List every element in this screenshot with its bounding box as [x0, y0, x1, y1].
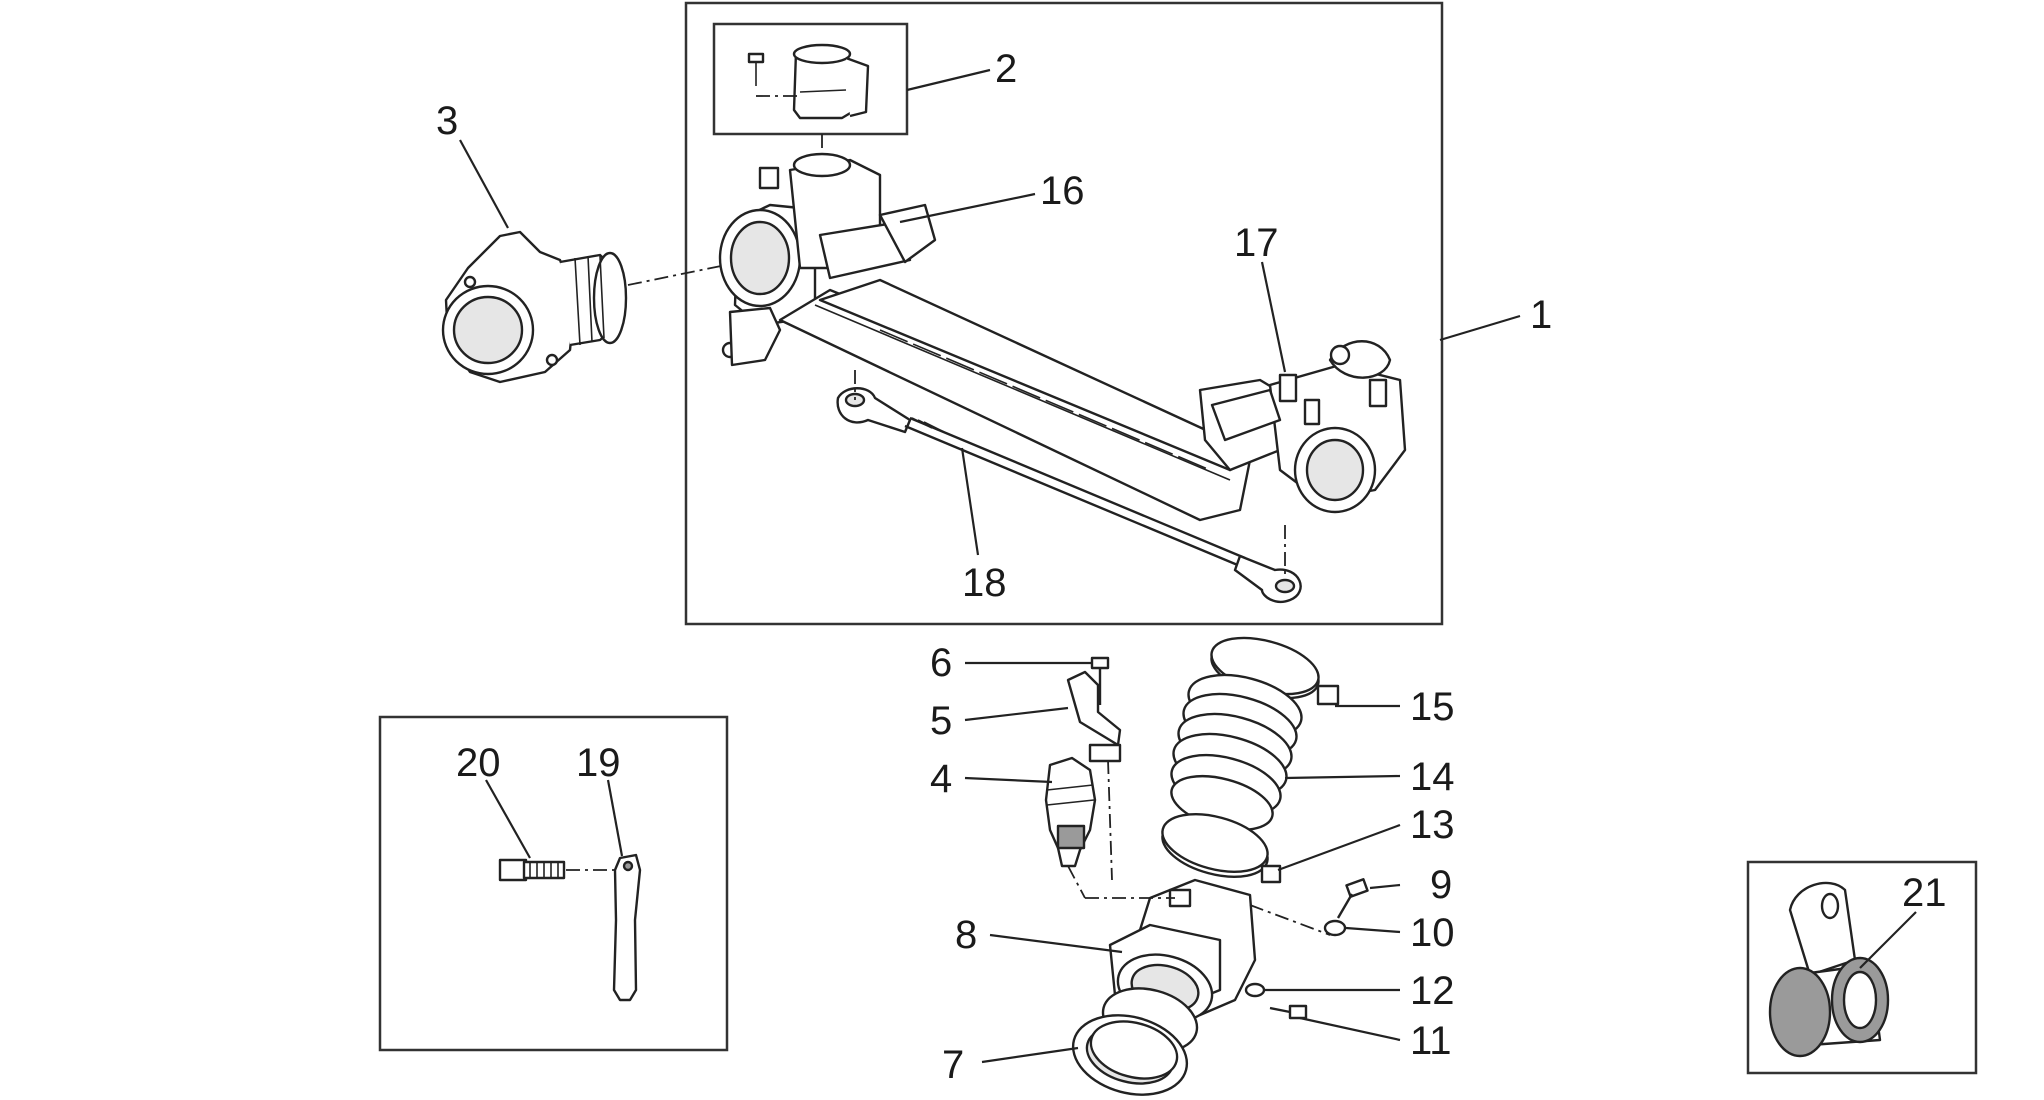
adjuster-tool-19-part [612, 853, 642, 1002]
axis-bracket [1107, 759, 1113, 881]
callout-10: 10 [1410, 911, 1455, 955]
adjuster-screw-20-part [498, 858, 566, 882]
callout-15: 15 [1410, 685, 1455, 729]
callout-19: 19 [576, 741, 621, 785]
injector-4-part [1044, 756, 1097, 868]
intake-elbow-part [441, 230, 628, 384]
hose-14-part [1170, 673, 1303, 832]
callout-11: 11 [1410, 1019, 1452, 1063]
callout-7: 7 [942, 1043, 964, 1087]
tie-rod-part [836, 387, 1302, 604]
callout-16: 16 [1040, 169, 1085, 213]
callout-20: 20 [456, 741, 501, 785]
callout-12: 12 [1410, 969, 1455, 1013]
grommet-frame [1746, 860, 1978, 1075]
screw-9-part [1336, 878, 1369, 919]
callout-2: 2 [995, 47, 1017, 91]
callout-4: 4 [930, 757, 952, 801]
callout-21: 21 [1902, 871, 1947, 915]
axis-manifold-screw [1249, 904, 1331, 936]
throttle-body-left-part [718, 152, 937, 367]
throttle-sensor-part [747, 43, 870, 120]
callout-6: 6 [930, 641, 952, 685]
callout-5: 5 [930, 699, 952, 743]
grommet-21-part [1768, 881, 1890, 1058]
screw-11-part [1269, 1004, 1308, 1020]
callout-1: 1 [1530, 293, 1552, 337]
callout-13: 13 [1410, 803, 1455, 847]
leader-lines [459, 68, 1917, 1064]
washer-10-part [1323, 919, 1347, 937]
callout-14: 14 [1410, 755, 1455, 799]
callout-labels: 1 2 3 4 5 6 7 8 9 10 11 12 13 14 15 16 1… [436, 47, 1947, 1087]
axis-injector [1067, 865, 1086, 899]
sensor-inset-frame [712, 22, 909, 136]
callout-17: 17 [1234, 221, 1279, 265]
callout-3: 3 [436, 99, 458, 143]
screw-kit-frame [378, 715, 729, 1052]
hose-clamp-13-part [1161, 813, 1282, 884]
flange-ring-7-part [1071, 1014, 1189, 1096]
callout-8: 8 [955, 913, 977, 957]
callout-18: 18 [962, 561, 1007, 605]
main-assembly-frame [684, 1, 1444, 626]
washer-12-part [1244, 982, 1266, 998]
throttle-body-right-part [1198, 340, 1407, 514]
bracket-5-part [1066, 670, 1122, 763]
callout-9: 9 [1430, 863, 1452, 907]
